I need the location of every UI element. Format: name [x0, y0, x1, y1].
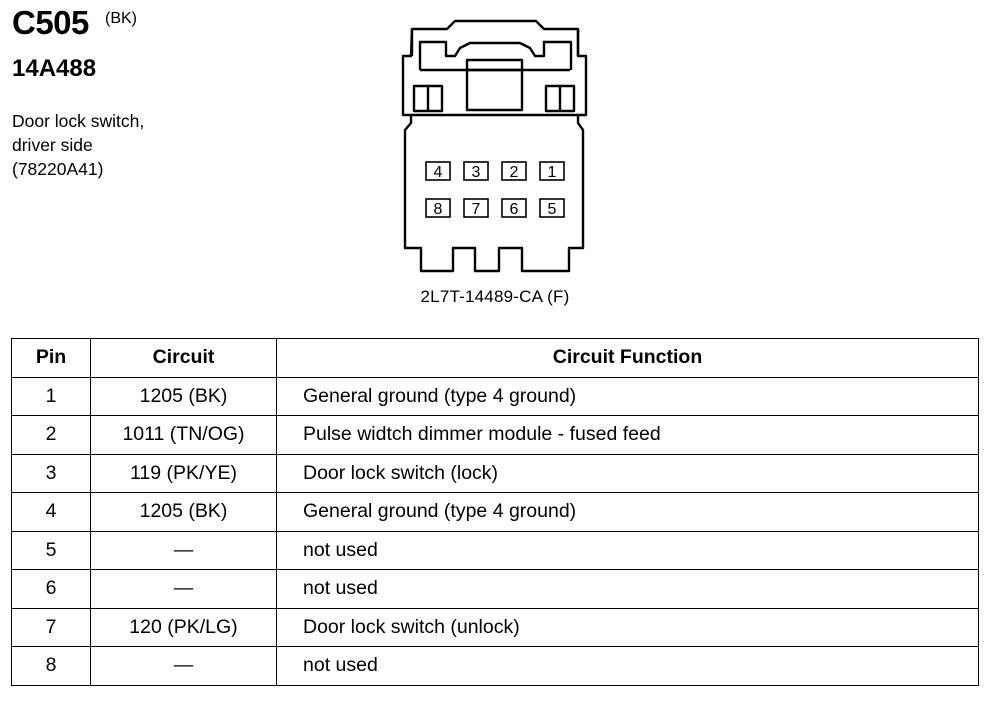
description-line: driver side [12, 135, 93, 155]
function-cell: not used [276, 530, 979, 570]
table-header-row: Pin Circuit Circuit Function [11, 338, 979, 378]
function-cell: Door lock switch (lock) [276, 453, 979, 493]
pin-cavity [425, 161, 451, 181]
pin-cell: 4 [11, 492, 91, 532]
pin-cell: 3 [11, 453, 91, 493]
pin-number-label: 8 [434, 201, 443, 218]
column-header-circuit: Circuit [90, 338, 277, 378]
pin-number-label: 1 [548, 164, 557, 181]
column-header-function: Circuit Function [276, 338, 979, 378]
pin-cell: 2 [11, 415, 91, 455]
description-line: Door lock switch, [12, 111, 145, 131]
pin-cell: 5 [11, 530, 91, 570]
connector-color: (BK) [105, 10, 137, 27]
function-cell: General ground (type 4 ground) [276, 376, 979, 416]
circuit-cell: 1205 (BK) [90, 492, 277, 532]
pin-cavity [539, 161, 565, 181]
column-header-pin: Pin [11, 338, 91, 378]
pin-cavity [463, 161, 489, 181]
pin-number-label: 4 [434, 164, 443, 181]
pin-cell: 6 [11, 569, 91, 609]
circuit-cell: — [90, 530, 277, 570]
pin-cavity [539, 198, 565, 218]
table-row: 6—not used [11, 569, 979, 609]
circuit-cell: 1205 (BK) [90, 376, 277, 416]
function-cell: Pulse widtch dimmer module - fused feed [276, 415, 979, 455]
pin-number-label: 7 [472, 201, 481, 218]
pin-cell: 7 [11, 607, 91, 647]
circuit-cell: 120 (PK/LG) [90, 607, 277, 647]
connector-latch-outline [410, 29, 580, 72]
description-line: (78220A41) [12, 159, 104, 179]
pin-number-label: 6 [510, 201, 519, 218]
pin-cavity [425, 198, 451, 218]
table-row: 8—not used [11, 646, 979, 686]
connector-body-outline [401, 19, 588, 273]
pin-cell: 8 [11, 646, 91, 686]
pin-cavity [501, 161, 527, 181]
table-row: 5—not used [11, 530, 979, 570]
part-number: 14A488 [12, 55, 97, 82]
pin-number-label: 5 [548, 201, 557, 218]
connector-part-label: 2L7T-14489-CA (F) [420, 287, 570, 306]
pin-cavity [463, 198, 489, 218]
pin-number-label: 2 [510, 164, 519, 181]
connector-description: Door lock switch, driver side (78220A41) [12, 109, 144, 181]
pin-cavity [501, 198, 527, 218]
circuit-cell: — [90, 646, 277, 686]
function-cell: General ground (type 4 ground) [276, 492, 979, 532]
circuit-cell: — [90, 569, 277, 609]
pin-number-label: 3 [472, 164, 481, 181]
pin-cell: 1 [11, 376, 91, 416]
connector-face-diagram: 4 3 2 1 8 7 6 5 [401, 19, 588, 273]
latch-block [465, 58, 524, 112]
connector-id: C505 [12, 4, 89, 41]
function-cell: Door lock switch (unlock) [276, 607, 979, 647]
circuit-cell: 119 (PK/YE) [90, 453, 277, 493]
function-cell: not used [276, 646, 979, 686]
function-cell: not used [276, 569, 979, 609]
circuit-cell: 1011 (TN/OG) [90, 415, 277, 455]
